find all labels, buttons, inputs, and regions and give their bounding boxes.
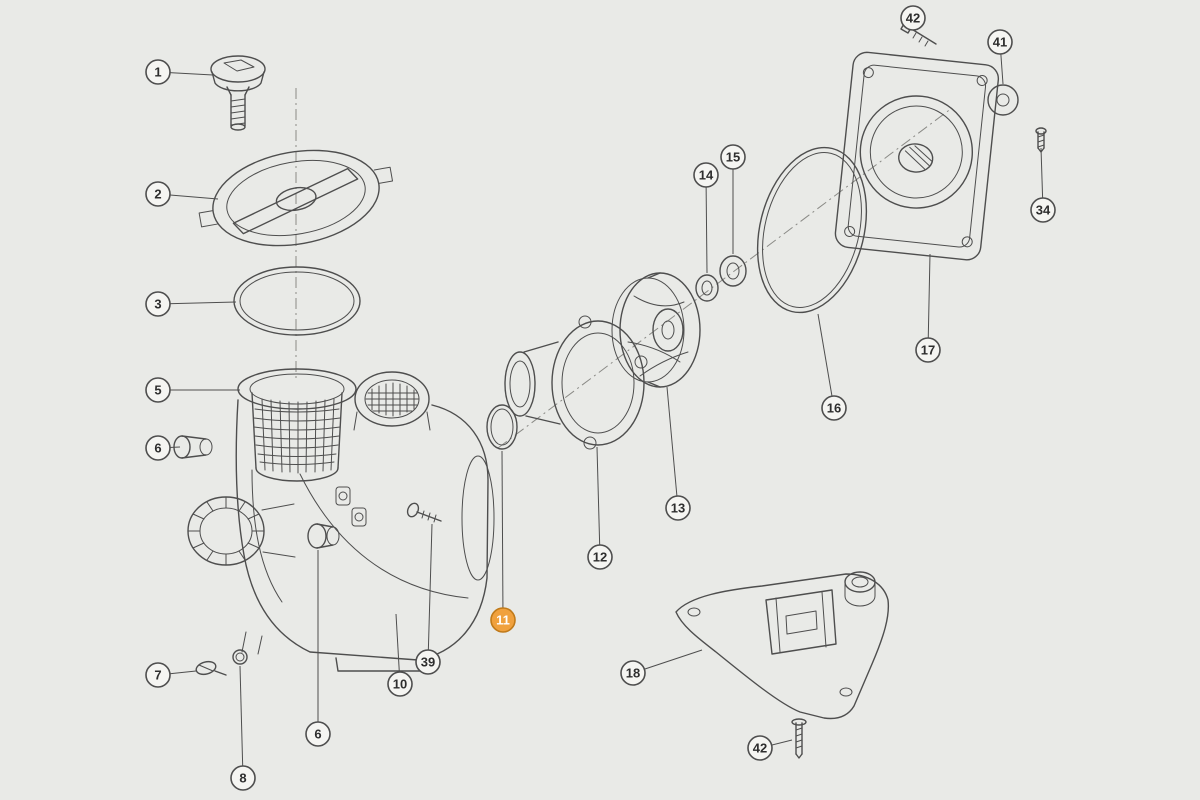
callout-leader-line — [666, 386, 679, 509]
callout-number: 6 — [154, 441, 161, 456]
callout-leader-line — [927, 253, 931, 351]
callout-number: 42 — [753, 741, 767, 756]
callout-number: 16 — [827, 401, 841, 416]
callout-number: 2 — [154, 187, 161, 202]
callout-circle — [145, 181, 171, 207]
callout-7[interactable]: 7 — [145, 662, 197, 688]
washer-part — [987, 84, 1019, 116]
callout-number: 18 — [626, 666, 640, 681]
callout-circle — [620, 660, 646, 686]
callout-42b[interactable]: 42 — [747, 735, 793, 761]
callout-number: 15 — [726, 150, 740, 165]
callout-number: 14 — [699, 168, 714, 183]
callout-12[interactable]: 12 — [587, 446, 613, 570]
callout-number: 12 — [593, 550, 607, 565]
lid-knob-part — [210, 55, 266, 131]
callout-6b[interactable]: 6 — [305, 550, 331, 747]
seal-seat-part — [719, 255, 747, 287]
callout-leader-line — [705, 174, 708, 274]
callout-18[interactable]: 18 — [620, 649, 703, 686]
lid-oring-part — [233, 266, 361, 336]
motor-base-part — [675, 571, 890, 720]
callout-14[interactable]: 14 — [693, 162, 719, 274]
drain-plug-part — [195, 660, 227, 676]
callout-number: 17 — [921, 343, 935, 358]
callout-number: 39 — [421, 655, 435, 670]
drain-oring-part — [232, 649, 248, 665]
callout-8[interactable]: 8 — [230, 665, 256, 791]
strainer-basket-part — [237, 368, 357, 482]
callout-circle — [1030, 197, 1056, 223]
shaft-seal-part — [695, 274, 719, 302]
callout-number: 1 — [154, 65, 161, 80]
callout-number: 34 — [1036, 203, 1051, 218]
seal-plate-part — [834, 51, 1000, 261]
pump-housing-part — [187, 371, 495, 672]
callout-number: 13 — [671, 501, 685, 516]
callout-6a[interactable]: 6 — [145, 435, 181, 461]
callout-42a[interactable]: 42 — [900, 5, 926, 31]
callout-leader-line — [157, 301, 237, 305]
callout-leader-line — [501, 450, 504, 621]
callout-number: 7 — [154, 668, 161, 683]
assembly-centerlines — [295, 88, 953, 449]
screw-42-bottom-part — [791, 718, 807, 759]
callout-circle — [587, 544, 613, 570]
callout-number: 11 — [496, 613, 510, 628]
callout-circle — [987, 29, 1013, 55]
plug-housing-part — [307, 523, 340, 549]
callout-15[interactable]: 15 — [720, 144, 746, 254]
callout-circle — [415, 649, 441, 675]
callout-number: 41 — [993, 35, 1007, 50]
callout-circle — [915, 337, 941, 363]
callout-leader-line — [427, 523, 433, 663]
callout-circle — [305, 721, 331, 747]
callout-number: 5 — [154, 383, 161, 398]
callout-number: 10 — [393, 677, 407, 692]
callout-circle — [900, 5, 926, 31]
callout-circle — [720, 144, 746, 170]
callout-11[interactable]: 11 — [490, 450, 516, 633]
callout-circle — [230, 765, 256, 791]
callout-number: 3 — [154, 297, 161, 312]
callout-3[interactable]: 3 — [145, 291, 237, 317]
screw-39-part — [406, 502, 442, 523]
callout-circle — [821, 395, 847, 421]
callout-number: 42 — [906, 11, 920, 26]
callout-leader-line — [817, 313, 835, 409]
callout-circle — [747, 735, 773, 761]
callout-circle — [145, 291, 171, 317]
callout-2[interactable]: 2 — [145, 181, 219, 207]
callout-1[interactable]: 1 — [145, 59, 214, 85]
callout-circle — [145, 377, 171, 403]
impeller-part — [611, 272, 701, 388]
callout-leader-line — [239, 665, 244, 779]
strainer-lid-part — [198, 149, 394, 247]
callout-39[interactable]: 39 — [415, 523, 441, 675]
callout-number: 8 — [239, 771, 246, 786]
diffuser-oring-part — [486, 404, 518, 450]
callout-34[interactable]: 34 — [1030, 147, 1056, 223]
callout-16[interactable]: 16 — [817, 313, 847, 421]
callout-circle — [693, 162, 719, 188]
callout-13[interactable]: 13 — [665, 386, 691, 521]
callout-number: 6 — [314, 727, 321, 742]
callout-10[interactable]: 10 — [387, 613, 413, 697]
callout-circle — [145, 435, 171, 461]
callout-41[interactable]: 41 — [987, 29, 1013, 85]
callout-leader-line — [596, 446, 601, 558]
callout-circle-highlighted — [490, 607, 516, 633]
callout-circle — [145, 662, 171, 688]
housing-oring-part — [756, 146, 868, 314]
callout-17[interactable]: 17 — [915, 253, 941, 363]
callout-circle — [145, 59, 171, 85]
callout-circle — [665, 495, 691, 521]
callout-5[interactable]: 5 — [145, 377, 240, 403]
diffuser-part — [504, 315, 648, 450]
callout-circle — [387, 671, 413, 697]
